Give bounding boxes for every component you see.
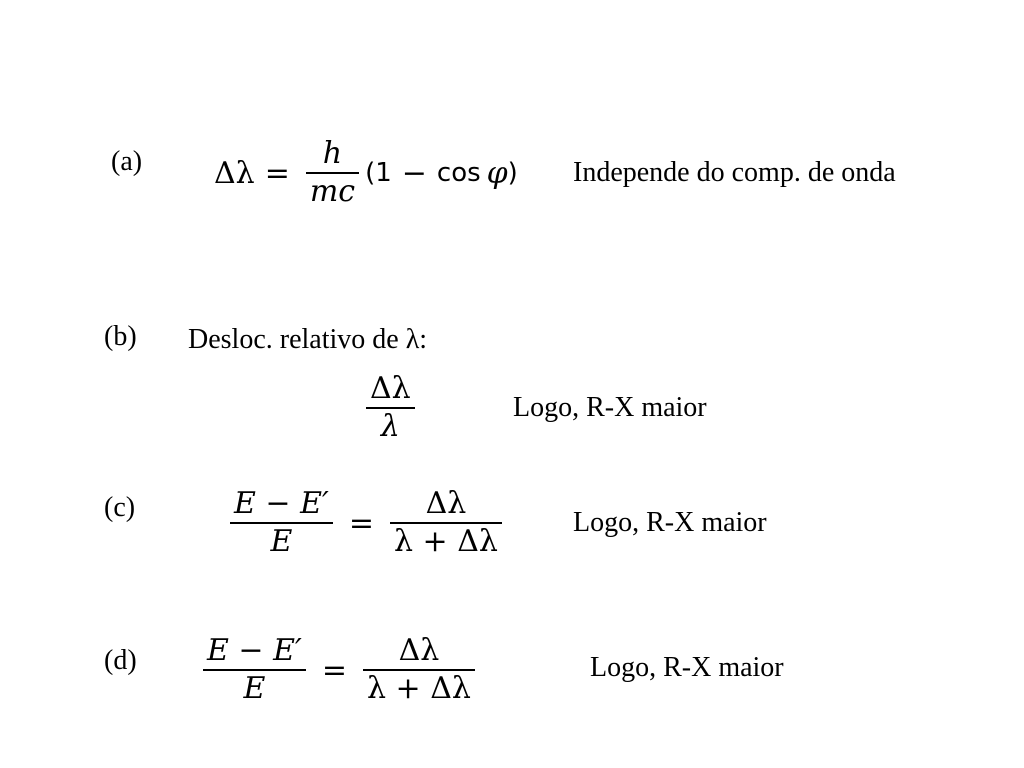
item-a-minus: −: [401, 155, 427, 191]
item-d-lhs-num: E − E′: [207, 633, 302, 669]
item-d-rhs-bar: [362, 669, 475, 671]
item-a-paren-open: (1: [365, 158, 392, 188]
item-b-formula: Δλ λ: [360, 369, 421, 447]
item-d-rhs-fraction: Δλ λ + Δλ: [362, 633, 475, 707]
item-d-lhs-fraction: E − E′ E: [203, 633, 306, 707]
item-a-equals: =: [264, 155, 290, 191]
item-d-rhs-num: Δλ: [398, 633, 440, 669]
item-b-heading: Desloc. relativo de λ:: [188, 324, 428, 355]
item-d-lhs-bar: [203, 669, 306, 671]
item-c-label: (c): [104, 492, 136, 523]
item-d-label: (d): [104, 645, 137, 676]
item-c-formula: E − E′ E = Δλ λ + Δλ: [224, 484, 508, 562]
item-b-frac-bar: [366, 407, 415, 409]
item-c-rhs-fraction: Δλ λ + Δλ: [389, 486, 502, 560]
item-b-label: (b): [104, 321, 137, 352]
item-a-cos: cos: [436, 158, 481, 188]
item-d-lhs-den: E: [243, 670, 266, 706]
item-a-frac-den: mc: [309, 173, 356, 209]
item-a-formula: Δλ = h mc (1 − cos φ ): [214, 134, 518, 212]
item-a-paren-close: ): [507, 158, 518, 188]
item-b-frac-den: λ: [380, 408, 400, 444]
item-a-note: Independe do comp. de onda: [573, 157, 896, 188]
item-c-lhs-den: E: [270, 523, 293, 559]
item-c-equals: =: [348, 505, 374, 541]
item-a-frac-bar: [305, 172, 360, 174]
item-c-lhs-num: E − E′: [234, 486, 329, 522]
item-c-lhs-fraction: E − E′ E: [230, 486, 333, 560]
item-c-note: Logo, R-X maior: [573, 507, 767, 538]
item-a-label: (a): [111, 146, 143, 177]
item-b-note: Logo, R-X maior: [513, 392, 707, 423]
item-a-frac-num: h: [322, 136, 343, 172]
item-b-fraction: Δλ λ: [366, 371, 415, 445]
item-d-note: Logo, R-X maior: [590, 652, 784, 683]
item-c-lhs-bar: [230, 522, 333, 524]
item-c-rhs-num: Δλ: [425, 486, 467, 522]
item-a-fraction: h mc: [305, 136, 360, 210]
item-d-equals: =: [321, 652, 347, 688]
item-c-rhs-den: λ + Δλ: [393, 523, 498, 559]
item-b-frac-num: Δλ: [370, 371, 411, 407]
item-d-rhs-den: λ + Δλ: [366, 670, 471, 706]
item-c-rhs-bar: [389, 522, 502, 524]
item-d-formula: E − E′ E = Δλ λ + Δλ: [197, 631, 481, 709]
item-a-lhs: Δλ: [214, 155, 255, 191]
item-a-phi: φ: [486, 155, 508, 191]
